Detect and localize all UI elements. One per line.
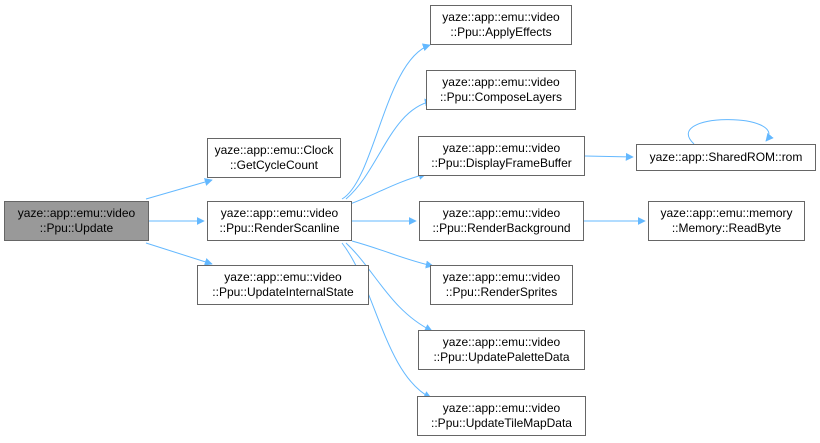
node-label-line1: yaze::app::emu::video [442,335,561,349]
node-label-line2: ::Memory::ReadByte [671,221,782,235]
node-label-line2: ::Ppu::RenderSprites [445,285,558,299]
node-label-line1: yaze::app::SharedROM::rom [649,150,803,164]
node-label-line2: ::Ppu::DisplayFrameBuffer [431,156,572,170]
edge-shared-rom-to-shared-rom [687,119,774,145]
node-label-line1: yaze::app::emu::video [220,206,339,220]
edge-render-scanline-to-update-tile-map-data [341,242,432,399]
node-label-line1: yaze::app::emu::video [224,270,342,284]
edge-update-to-get-cycle-count [145,178,213,200]
node-ppu-apply-effects[interactable]: yaze::app::emu::video ::Ppu::ApplyEffect… [430,5,572,45]
node-ppu-update-tile-map-data[interactable]: yaze::app::emu::video ::Ppu::UpdateTileM… [417,396,586,436]
node-label-line1: yaze::app::emu::video [442,270,561,284]
node-ppu-render-sprites[interactable]: yaze::app::emu::video ::Ppu::RenderSprit… [430,265,573,305]
node-label-line2: ::GetCycleCount [229,158,319,172]
node-ppu-update-internal-state[interactable]: yaze::app::emu::video ::Ppu::UpdateInter… [197,265,369,305]
node-label-line1: yaze::app::emu::video [442,141,561,155]
node-label-line2: ::Ppu::UpdatePaletteData [433,350,570,364]
node-label-line1: yaze::app::emu::Clock [214,143,334,157]
edge-render-scanline-to-apply-effects [341,43,431,200]
node-ppu-update-palette-data[interactable]: yaze::app::emu::video ::Ppu::UpdatePalet… [418,330,585,370]
edge-display-frame-buffer-to-shared-rom [584,152,634,161]
edge-render-scanline-to-render-sprites [351,240,434,269]
node-label-line1: yaze::app::emu::video [17,206,136,220]
node-label-line2: ::Ppu::ComposeLayers [439,90,563,104]
node-label-line1: yaze::app::emu::video [442,10,560,24]
node-label-line2: ::Ppu::RenderScanline [219,221,340,235]
node-ppu-render-scanline[interactable]: yaze::app::emu::video ::Ppu::RenderScanl… [207,201,352,241]
node-label-line2: ::Ppu::Update [39,221,114,235]
node-ppu-render-background[interactable]: yaze::app::emu::video ::Ppu::RenderBackg… [419,201,584,241]
edge-render-scanline-to-display-frame-buffer [349,171,427,205]
node-shared-rom-rom[interactable]: yaze::app::SharedROM::rom [636,144,816,171]
node-label-line1: yaze::app::emu::video [442,75,560,89]
edge-update-to-update-internal-state [145,242,213,266]
node-label-line1: yaze::app::emu::memory [660,206,793,220]
node-ppu-compose-layers[interactable]: yaze::app::emu::video ::Ppu::ComposeLaye… [426,70,576,110]
node-memory-read-byte[interactable]: yaze::app::emu::memory ::Memory::ReadByt… [648,201,805,241]
node-label-line2: ::Ppu::ApplyEffects [450,25,552,39]
node-clock-get-cycle-count[interactable]: yaze::app::emu::Clock ::GetCycleCount [207,138,341,178]
edge-render-scanline-to-update-palette-data [345,242,433,332]
edge-render-scanline-to-compose-layers [345,98,433,200]
node-label-line2: ::Ppu::UpdateInternalState [212,285,354,299]
node-ppu-display-frame-buffer[interactable]: yaze::app::emu::video ::Ppu::DisplayFram… [418,136,585,176]
node-label-line1: yaze::app::emu::video [442,206,561,220]
node-label-line2: ::Ppu::RenderBackground [432,221,571,235]
node-label-line2: ::Ppu::UpdateTileMapData [431,416,572,430]
node-label-line1: yaze::app::emu::video [442,401,561,415]
node-ppu-update: yaze::app::emu::video ::Ppu::Update [4,201,149,241]
